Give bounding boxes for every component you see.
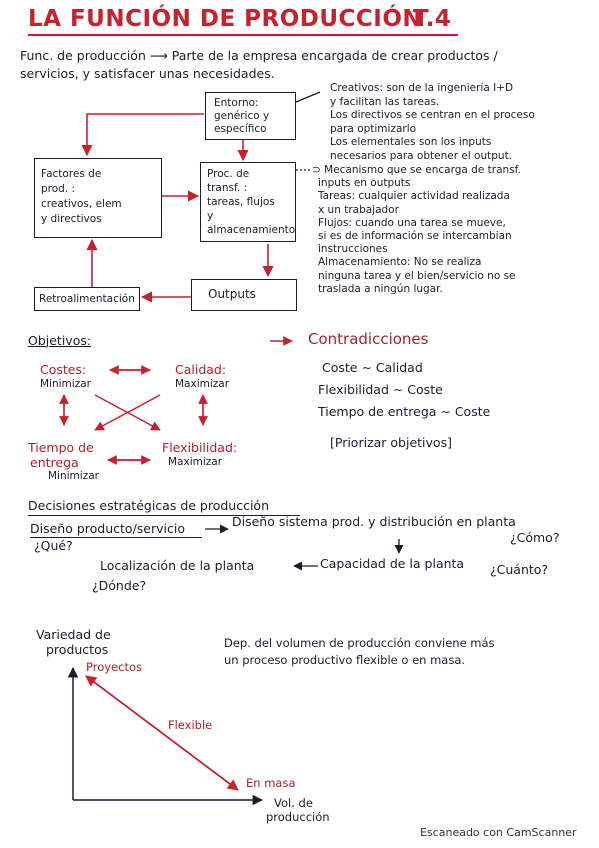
graph-xlabel-1: Vol. de bbox=[274, 796, 313, 810]
note-line: necesarios para obtener el output. bbox=[330, 149, 513, 162]
costes-label: Costes: bbox=[40, 362, 87, 377]
calidad-label: Calidad: bbox=[175, 362, 227, 377]
note-line: Creativos: son de la ingeniería I+D bbox=[330, 82, 514, 94]
contradiccion-item: Coste ∼ Calidad bbox=[322, 360, 423, 375]
topic-number: T.4 bbox=[413, 6, 452, 32]
graph-xlabel-2: producción bbox=[266, 810, 330, 824]
factores-box: Factores de prod. : creativos, elem y di… bbox=[34, 158, 162, 238]
contradiccion-item: Tiempo de entrega ∼ Coste bbox=[318, 404, 491, 419]
como-question: ¿Cómo? bbox=[510, 530, 560, 545]
entorno-label-1: Entorno: bbox=[214, 97, 259, 109]
tiempo-label-2: entrega bbox=[30, 455, 79, 470]
localizacion-planta: Localización de la planta bbox=[100, 558, 255, 573]
flexibilidad-label: Flexibilidad: bbox=[162, 440, 238, 455]
entorno-box: Entorno: genérico y específico bbox=[205, 92, 296, 140]
notes-proceso: ⊃ Mecanismo que se encarga de transf. in… bbox=[312, 164, 521, 296]
note-line: Los directivos se centran en el proceso bbox=[330, 109, 535, 121]
proceso-label-4: y bbox=[207, 210, 214, 222]
calidad-sub: Maximizar bbox=[175, 378, 230, 390]
tiempo-label-1: Tiempo de bbox=[28, 440, 94, 455]
definition-line-2: servicios, y satisfacer unas necesidades… bbox=[20, 66, 275, 81]
definition-line-1: Func. de producción ⟶ Parte de la empres… bbox=[20, 48, 498, 63]
note-line: traslada a ningún lugar. bbox=[318, 282, 443, 295]
note-line: inputs en outputs bbox=[318, 177, 411, 190]
diseno-producto-underline bbox=[30, 537, 202, 538]
graph-note-1: Dep. del volumen de producción conviene … bbox=[224, 636, 495, 650]
note-line: para optimizarlo bbox=[330, 122, 417, 135]
retro-box: Retroalimentación bbox=[34, 287, 140, 311]
graph-note-2: un proceso productivo flexible o en masa… bbox=[224, 653, 466, 667]
entorno-label-3: específico bbox=[214, 123, 267, 135]
que-question: ¿Qué? bbox=[34, 538, 73, 553]
title-underline bbox=[28, 34, 458, 36]
diseno-producto: Diseño producto/servicio bbox=[30, 521, 185, 536]
note-line: x un trabajador bbox=[318, 203, 399, 216]
objetivos-heading: Objetivos: bbox=[28, 333, 92, 348]
donde-question: ¿Dónde? bbox=[92, 578, 147, 593]
proceso-label-5: almacenamiento bbox=[207, 224, 296, 236]
factores-label-4: y directivos bbox=[41, 213, 102, 225]
note-line: y facilitan las tareas. bbox=[330, 95, 440, 108]
factores-label-1: Factores de bbox=[41, 168, 102, 180]
en-masa-label: En masa bbox=[246, 776, 296, 790]
graph-ylabel-2: productos bbox=[46, 642, 109, 657]
proyectos-label: Proyectos bbox=[86, 660, 142, 674]
decisiones-underline bbox=[28, 515, 300, 516]
proceso-label-1: Proc. de bbox=[207, 168, 250, 180]
tiempo-sub: Minimizar bbox=[48, 470, 99, 482]
graph-ylabel-1: Variedad de bbox=[36, 627, 111, 642]
note-line: Flujos: cuando una tarea se mueve, bbox=[318, 216, 506, 229]
flexible-label: Flexible bbox=[168, 718, 213, 732]
contradiccion-item: Flexibilidad ∼ Coste bbox=[318, 382, 443, 397]
proceso-label-3: tareas, flujos bbox=[207, 196, 275, 208]
diseno-sistema: Diseño sistema prod. y distribución en p… bbox=[232, 514, 516, 529]
note-line: instrucciones bbox=[318, 243, 388, 256]
scanner-watermark: Escaneado con CamScanner bbox=[420, 826, 577, 839]
note-line: Tareas: cualquier actividad realizada bbox=[318, 190, 510, 203]
proceso-label-2: transf. : bbox=[207, 182, 248, 194]
note-line: Almacenamiento: No se realiza bbox=[318, 256, 482, 269]
entorno-label-2: genérico y bbox=[214, 110, 270, 122]
costes-sub: Minimizar bbox=[40, 378, 91, 390]
capacidad-planta: Capacidad de la planta bbox=[320, 556, 465, 571]
note-line: si es de información se intercambian bbox=[318, 230, 512, 243]
decisiones-heading: Decisiones estratégicas de producción bbox=[28, 498, 270, 513]
note-line: ninguna tarea y el bien/servicio no se bbox=[318, 269, 516, 282]
page-title: LA FUNCIÓN DE PRODUCCIÓN bbox=[28, 6, 423, 32]
cuanto-question: ¿Cuánto? bbox=[490, 562, 549, 577]
contradicciones-heading: Contradicciones bbox=[308, 330, 429, 348]
proceso-box: Proc. de transf. : tareas, flujos y alma… bbox=[200, 162, 296, 242]
note-line: Los elementales son los inputs bbox=[330, 136, 492, 148]
notes-factores: Creativos: son de la ingeniería I+D y fa… bbox=[330, 82, 535, 163]
note-line: ⊃ Mecanismo que se encarga de transf. bbox=[312, 164, 521, 176]
factores-label-3: creativos, elem bbox=[41, 198, 122, 210]
outputs-box: Outputs bbox=[191, 279, 297, 311]
factores-label-2: prod. : bbox=[41, 183, 76, 195]
retro-label: Retroalimentación bbox=[39, 293, 135, 305]
outputs-label: Outputs bbox=[208, 287, 256, 301]
priorizar-note: [Priorizar objetivos] bbox=[330, 435, 452, 450]
flexibilidad-sub: Maximizar bbox=[168, 456, 223, 468]
